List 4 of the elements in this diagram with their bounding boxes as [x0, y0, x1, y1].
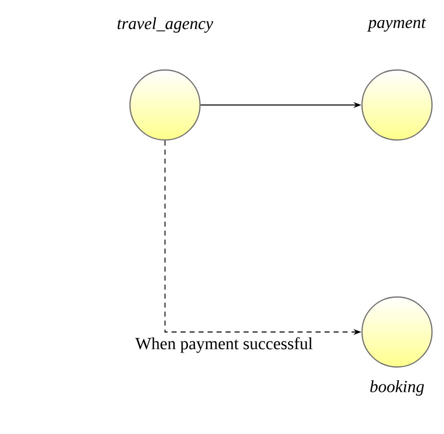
node-name: travel_agency [118, 17, 214, 33]
node-name: payment [367, 18, 426, 32]
edge-label: When payment successful [135, 337, 312, 353]
node-name: booking [370, 380, 424, 396]
